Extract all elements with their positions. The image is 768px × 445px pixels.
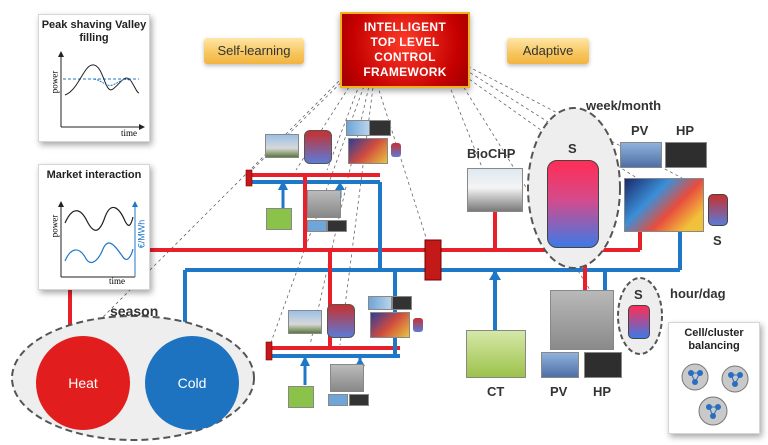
small-storage-icon-2 <box>413 318 423 332</box>
heat-pump-photo-2 <box>392 296 412 310</box>
round-office-photo <box>550 290 614 350</box>
control-framework-title: INTELLIGENT TOP LEVEL CONTROL FRAMEWORK <box>363 20 447 79</box>
house-photo <box>265 134 299 158</box>
pv-panel-photo-2 <box>368 296 392 310</box>
heat-pump-unit-photo <box>665 142 707 168</box>
heat-pump-photo <box>369 120 391 136</box>
house-photo-2 <box>288 310 322 334</box>
hp-label-top: HP <box>676 123 695 138</box>
season-label: season <box>110 303 159 319</box>
pv-label-top: PV <box>631 123 649 138</box>
cooling-tower-photo-2 <box>288 386 314 408</box>
pv-small-photo <box>307 220 327 232</box>
heat-circle: Heat <box>36 336 130 430</box>
cluster-network-icon <box>681 363 749 426</box>
round-building-photo <box>307 190 341 218</box>
pv-panel-photo <box>346 120 370 136</box>
market-interaction-card: Market interaction power €/MWh time <box>38 164 150 290</box>
storage-label-hour: S <box>634 287 643 302</box>
pv-roof-photo <box>541 352 579 378</box>
biochp-building-photo <box>467 168 523 212</box>
cooling-tower-main-photo <box>466 330 526 378</box>
adaptive-tag: Adaptive <box>507 38 589 64</box>
market-xlabel: time <box>109 276 125 286</box>
hp-small-photo-2 <box>349 394 369 406</box>
office-building-photo-2 <box>370 312 410 338</box>
hour-day-label: hour/dag <box>670 286 726 301</box>
cold-label: Cold <box>177 375 207 391</box>
market-plot <box>58 201 138 278</box>
cold-circle: Cold <box>145 336 239 430</box>
peak-shaving-card: Peak shaving Valley filling power time <box>38 14 150 142</box>
peak-ylabel: power <box>49 70 60 94</box>
building-storage-icon <box>708 194 728 226</box>
pv-label-bottom: PV <box>550 384 568 399</box>
heat-label: Heat <box>68 375 98 391</box>
daily-storage-tank <box>628 305 650 339</box>
storage-label-right: S <box>713 233 722 248</box>
market-title: Market interaction <box>46 169 142 181</box>
cooling-tower-photo <box>266 208 292 230</box>
hp-label-bottom: HP <box>593 384 612 399</box>
hp-small-photo <box>327 220 347 232</box>
heat-pump-roof-photo <box>584 352 622 378</box>
biochp-label: BioCHP <box>467 146 516 161</box>
office-building-photo <box>348 138 388 164</box>
cluster-balancing-card: Cell/cluster balancing <box>668 322 760 434</box>
market-ylabel-right: €/MWh <box>136 219 147 249</box>
pv-array-photo <box>620 142 662 168</box>
cluster-balancing-title: Cell/cluster balancing <box>684 327 744 352</box>
pv-small-photo-2 <box>328 394 348 406</box>
storage-tank-icon-2 <box>327 304 355 338</box>
peak-xlabel: time <box>121 128 137 138</box>
week-month-label: week/month <box>586 98 662 113</box>
round-building-photo-2 <box>330 364 364 392</box>
office-tower-photo <box>624 178 704 232</box>
seasonal-storage-tank <box>547 160 599 248</box>
control-framework-box: INTELLIGENT TOP LEVEL CONTROL FRAMEWORK <box>340 12 470 88</box>
peak-shaving-plot <box>58 51 145 130</box>
storage-tank-icon <box>304 130 332 164</box>
small-storage-icon <box>391 143 401 157</box>
ct-label: CT <box>487 384 505 399</box>
self-learning-tag: Self-learning <box>204 38 304 64</box>
storage-label-main: S <box>568 141 577 156</box>
market-ylabel-left: power <box>49 214 60 238</box>
peak-shaving-title: Peak shaving Valley filling <box>41 19 147 44</box>
